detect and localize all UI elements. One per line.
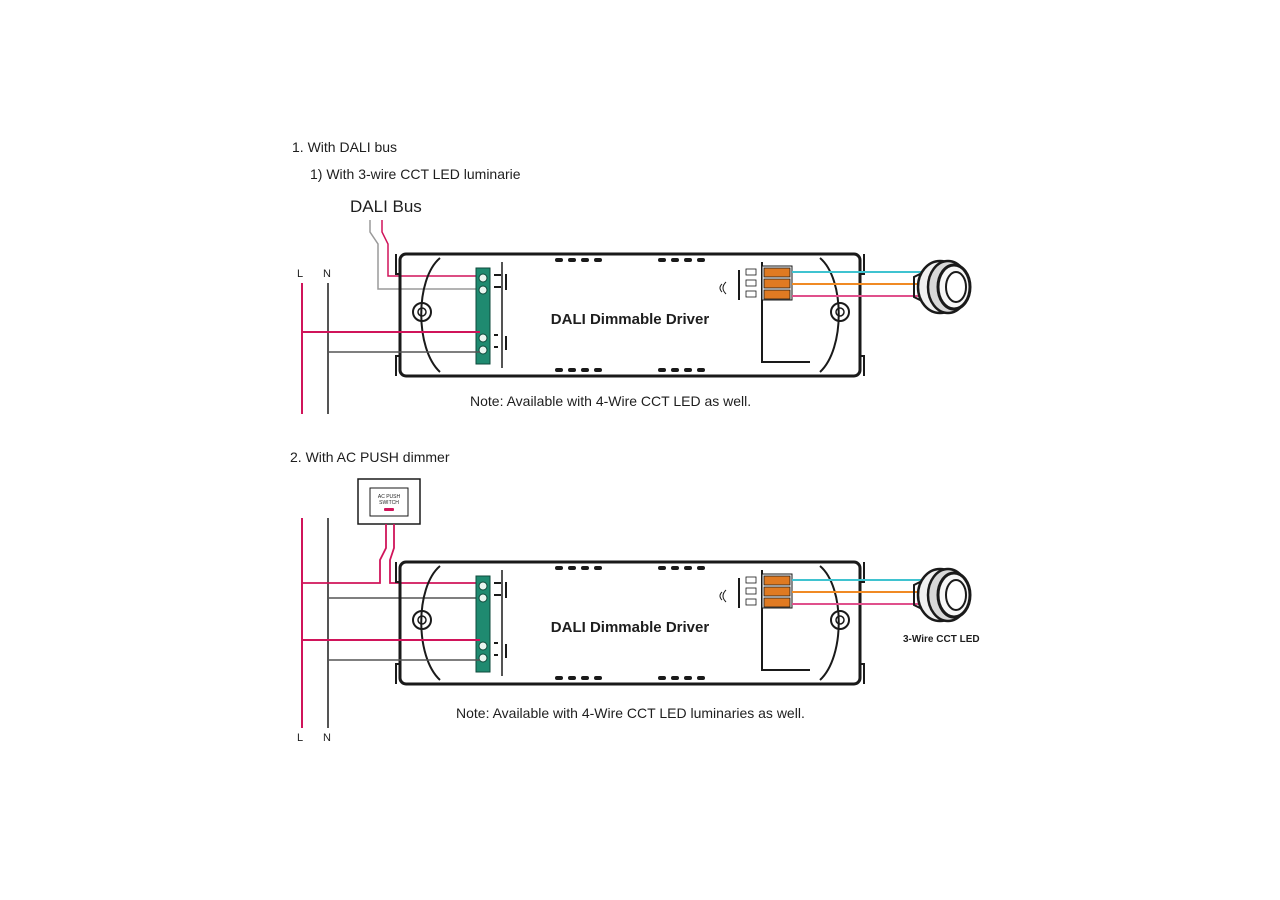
switch-wire-red bbox=[302, 524, 387, 584]
ac-push-switch: AC PUSH SWITCH bbox=[357, 478, 421, 525]
section1-subheading: 1) With 3-wire CCT LED luminarie bbox=[310, 166, 521, 182]
dali-wire-gray bbox=[369, 220, 480, 290]
note-top: Note: Available with 4-Wire CCT LED as w… bbox=[470, 393, 751, 409]
switch-label-line1: AC PUSH bbox=[378, 494, 401, 500]
line-label-bottom: L bbox=[297, 732, 303, 744]
switch-label-line2: SWITCH bbox=[379, 500, 399, 506]
section1-heading: 1. With DALI bus bbox=[292, 139, 397, 155]
led-label-bottom: 3-Wire CCT LED bbox=[903, 634, 980, 645]
led-lamp-top bbox=[912, 259, 972, 315]
driver-label-top: DALI Dimmable Driver bbox=[551, 311, 710, 328]
neutral-label-top: N bbox=[323, 268, 331, 280]
note-bottom: Note: Available with 4-Wire CCT LED lumi… bbox=[456, 705, 805, 721]
section2-heading: 2. With AC PUSH dimmer bbox=[290, 449, 450, 465]
driver-label-bottom: DALI Dimmable Driver bbox=[551, 619, 710, 636]
switch-wire-gray bbox=[389, 524, 480, 584]
neutral-label-bottom: N bbox=[323, 732, 331, 744]
led-lamp-bottom bbox=[912, 567, 972, 623]
dali-wire-red bbox=[381, 220, 480, 277]
dali-bus-label: DALI Bus bbox=[350, 197, 422, 216]
line-label-top: L bbox=[297, 268, 303, 280]
